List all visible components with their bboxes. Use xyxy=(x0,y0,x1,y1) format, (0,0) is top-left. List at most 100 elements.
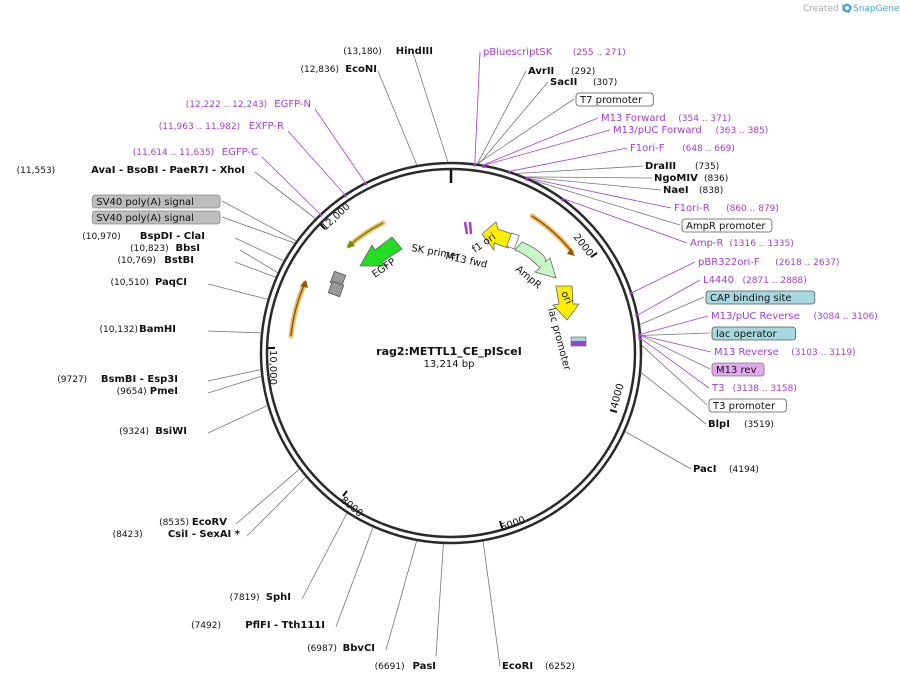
site-ecorv-leader xyxy=(235,468,300,525)
primer-egfp-n-range: (12,222 .. 12,243) xyxy=(186,100,267,110)
site-sacii-label: SacII xyxy=(550,77,577,88)
site-bspdi-leader xyxy=(234,237,284,262)
primer-l4440-label: L4440 xyxy=(703,275,734,286)
inner-label-ampr: AmpR xyxy=(513,264,543,292)
feature-box-t3-promoter-5-leader xyxy=(641,345,708,406)
site-bstbi-position: (10,769) xyxy=(117,256,156,266)
site-bamhi-label: BamHI xyxy=(139,324,176,335)
primer-m13-reverse-leader xyxy=(641,335,712,353)
f1-ori-feature xyxy=(481,221,520,252)
primer-egfp-n-label: EGFP-N xyxy=(274,99,311,110)
primer-exfp-r-range: (11,963 .. 11,982) xyxy=(159,122,240,132)
site-econi-label: EcoNI xyxy=(345,64,377,75)
primer-amp-r-label: Amp-R xyxy=(690,238,724,249)
primer-egfp-n-tick xyxy=(364,181,368,186)
site-avrii-leader xyxy=(477,70,527,164)
site-blpi-label: BlpI xyxy=(708,419,730,430)
site-paci-position: (4194) xyxy=(729,465,759,475)
site-bsmbi-leader xyxy=(207,369,261,382)
feature-box-lac-operator-3-label: lac operator xyxy=(716,329,777,340)
site-ngomiv-position: (836) xyxy=(704,174,728,184)
orf-arc-left xyxy=(288,280,308,339)
primer-m13-forward-label: M13 Forward xyxy=(601,113,666,124)
primer-pbluescriptsk-range: (255 .. 271) xyxy=(573,48,626,58)
primer-f1ori-f-tick xyxy=(507,170,511,175)
site-paqci-leader xyxy=(207,283,268,300)
site-avai-position: (11,553) xyxy=(17,166,56,176)
site-csii-label: CsiI - SexAI * xyxy=(168,529,241,540)
site-blpi-position: (3519) xyxy=(744,420,774,430)
primer-m13-puc-forward-tick xyxy=(483,164,486,169)
feature-box-cap-binding-site-2-label: CAP binding site xyxy=(710,293,792,304)
primer-f1ori-f-range: (648 .. 669) xyxy=(682,144,735,154)
site-bbvci-leader xyxy=(385,540,418,651)
inner-label-m13-fwd: M13 fwd xyxy=(444,251,488,271)
leader-lines xyxy=(207,51,712,667)
feature-box-t7-promoter-0 xyxy=(575,92,654,107)
site-ngomiv-label: NgoMIV xyxy=(654,173,698,184)
credit-brand: SnapGene xyxy=(853,4,900,14)
egfp-feature xyxy=(359,236,403,267)
site-naei-position: (838) xyxy=(699,186,723,196)
site-ecorv-label: EcoRV xyxy=(192,517,227,528)
site-paci-leader xyxy=(624,431,692,470)
site-sphi-position: (7819) xyxy=(230,593,260,603)
site-paqci-position: (10,510) xyxy=(110,278,149,288)
site-hindiii-position: (13,180) xyxy=(343,47,382,57)
primer-egfp-c-label: EGFP-C xyxy=(222,147,258,158)
site-avai-leader xyxy=(254,171,316,219)
orf-arc-egfp xyxy=(346,220,386,249)
site-avrii-position: (292) xyxy=(571,67,595,77)
feature-box-t7-promoter-0-label: T7 promoter xyxy=(579,95,643,106)
primer-pbr322ori-f-label: pBR322ori-F xyxy=(698,257,760,268)
site-bstbi-label: BstBI xyxy=(164,255,194,266)
primer-m13-puc-reverse-label: M13/pUC Reverse xyxy=(711,311,800,322)
site-pmei-position: (9654) xyxy=(117,387,147,397)
backbone xyxy=(259,161,643,545)
primer-egfp-c-tick xyxy=(319,213,323,217)
feature-box-t3-promoter-5-label: T3 promoter xyxy=(712,401,776,412)
primer-l4440-range: (2871 .. 2888) xyxy=(743,276,807,286)
site-pmei-label: PmeI xyxy=(150,386,178,397)
feature-box-m13-rev-4-label: M13 rev xyxy=(716,365,757,376)
feature-box-ampr-promoter-1 xyxy=(681,218,773,233)
feature-box-m13-rev-4 xyxy=(711,362,765,377)
snapgene-credit: Created by SnapGene xyxy=(803,3,900,14)
site-sacii-position: (307) xyxy=(593,78,617,88)
site-bamhi-position: (10,132) xyxy=(99,325,138,335)
ruler-tick-6000: 6000 xyxy=(499,515,527,534)
primer-egfp-c-range: (11,614 .. 11,635) xyxy=(133,148,214,158)
primer-amp-r-tick xyxy=(560,198,565,202)
primer-markers-inner xyxy=(463,221,473,235)
feature-box-ampr-promoter-1-label: AmpR promoter xyxy=(686,221,766,232)
site-avai-label: AvaI - BsoBI - PaeR7I - XhoI xyxy=(91,165,245,176)
site-pasi-label: PasI xyxy=(413,661,436,672)
primer-pbr322ori-f-tick xyxy=(629,291,633,295)
feature-box-sv40-poly-a-signal-7-leader xyxy=(221,216,295,244)
site-bbvci-position: (6987) xyxy=(307,644,337,654)
sv40-polya-feature xyxy=(327,270,347,298)
primer-t3-range: (3138 .. 3158) xyxy=(733,384,797,394)
primer-egfp-n-leader xyxy=(314,108,366,183)
feature-box-t7-promoter-0-leader xyxy=(477,98,575,165)
primer-t3-leader xyxy=(641,338,710,389)
site-hindiii-leader xyxy=(412,52,449,163)
primer-f1ori-f-leader xyxy=(509,147,628,172)
primer-exfp-r-tick xyxy=(343,193,348,198)
inner-label-ori: ori xyxy=(558,290,573,306)
credit-prefix: Created by xyxy=(803,4,853,14)
site-sacii-leader xyxy=(478,81,549,165)
feature-box-sv40-poly-a-signal-6-label: SV40 poly(A) signal xyxy=(96,197,194,208)
primer-amp-r-leader xyxy=(563,198,688,244)
site-bsiwi-leader xyxy=(207,405,268,434)
site-ecori-leader xyxy=(482,541,501,667)
site-econi-leader xyxy=(377,70,418,166)
primer-l4440-tick xyxy=(634,313,639,317)
site-paqci-label: PaqCI xyxy=(155,277,187,288)
snapgene-logo-icon xyxy=(842,3,852,13)
site-bamhi-leader xyxy=(207,330,262,334)
site-pasi-position: (6691) xyxy=(375,662,405,672)
site-draiii-position: (735) xyxy=(695,162,719,172)
ampr-feature xyxy=(514,241,557,279)
primer-exfp-r-label: EXFP-R xyxy=(249,121,284,132)
